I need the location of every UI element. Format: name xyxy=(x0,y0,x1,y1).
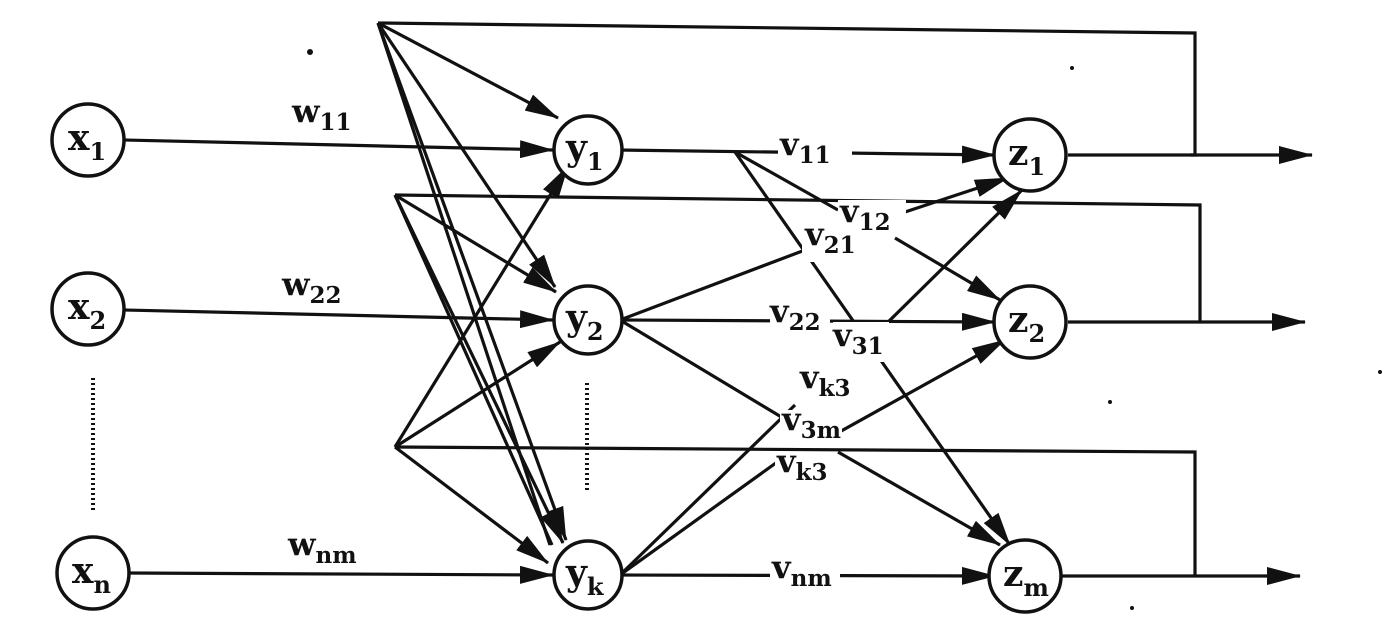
hidden-node-y1: y1 xyxy=(552,114,624,186)
arrow-v3m-zm xyxy=(837,450,1001,547)
weight-label-v22: v22 xyxy=(769,292,821,336)
feedback-line-zm xyxy=(394,445,1197,576)
svg-text:z2: z2 xyxy=(1008,299,1045,348)
weight-label-vk3-upper: vk3 xyxy=(799,358,851,402)
arrow-xn-yk xyxy=(124,565,554,584)
line-y1-v12 xyxy=(734,150,839,212)
speck-mark xyxy=(1108,400,1112,404)
feedback-arrow-3-y1 xyxy=(393,165,570,448)
svg-text:xn: xn xyxy=(72,550,111,599)
arrow-x1-y1 xyxy=(124,138,554,159)
svg-text:y2: y2 xyxy=(565,297,604,346)
line-yk-v31 xyxy=(618,403,797,577)
weight-label-v12: v12 xyxy=(839,192,891,236)
feedback-arrow-2-yk xyxy=(393,194,565,544)
weight-label-wnm: wnm xyxy=(287,525,357,569)
weight-label-v11: v11 xyxy=(779,125,831,169)
feedback-arrow-3-y2 xyxy=(394,340,561,449)
input-node-xn: xn xyxy=(55,535,131,611)
speck-mark xyxy=(1070,66,1074,70)
speck-mark xyxy=(1378,370,1382,374)
speck-mark xyxy=(307,49,313,55)
feedback-arrow-1-y1 xyxy=(377,21,559,120)
arrow-x2-y2 xyxy=(124,308,554,329)
line-y2-vk3 xyxy=(619,318,784,420)
feedback-line-z2 xyxy=(394,193,1202,322)
speck-mark xyxy=(1130,606,1134,610)
arrow-v31-z1 xyxy=(878,188,1024,332)
hidden-node-y2: y2 xyxy=(552,284,624,356)
svg-text:y1: y1 xyxy=(565,127,604,176)
feedback-line-2-yk-b xyxy=(393,194,554,546)
weight-label-v21: v21 xyxy=(804,215,856,259)
weight-label-w22: w22 xyxy=(281,265,342,309)
line-y2-v21 xyxy=(619,248,806,322)
feedback-arrow-3-yk xyxy=(394,445,549,565)
svg-text:z1: z1 xyxy=(1008,132,1045,181)
weight-label-v31: v31 xyxy=(832,316,884,360)
weight-label-vnm: vnm xyxy=(771,548,832,592)
input-node-x1: x1 xyxy=(50,102,126,178)
feedback-arrow-1-y2 xyxy=(376,22,557,288)
feedback-arrow-1-yk xyxy=(376,22,568,541)
feedback-arrow-2-y2 xyxy=(394,193,557,294)
svg-text:zm: zm xyxy=(1003,553,1049,602)
svg-text:x1: x1 xyxy=(68,117,106,166)
weight-label-w11: w11 xyxy=(291,92,352,136)
weight-label-vk3-lower: vk3 xyxy=(776,442,828,486)
input-node-x2: x2 xyxy=(50,271,126,347)
arrow-v12-z1 xyxy=(904,176,1009,214)
arrow-v3m-z2 xyxy=(824,338,1006,442)
output-node-zm: zm xyxy=(987,538,1063,614)
arrow-v12-z2 xyxy=(894,236,1001,302)
output-node-z1: z1 xyxy=(992,117,1068,193)
svg-text:yk: yk xyxy=(565,552,605,601)
weight-label-v3m: v3m xyxy=(781,400,841,444)
hidden-node-yk: yk xyxy=(552,539,624,611)
svg-text:x2: x2 xyxy=(68,286,106,335)
line-yk-vk3 xyxy=(619,458,781,577)
output-node-z2: z2 xyxy=(992,284,1068,360)
